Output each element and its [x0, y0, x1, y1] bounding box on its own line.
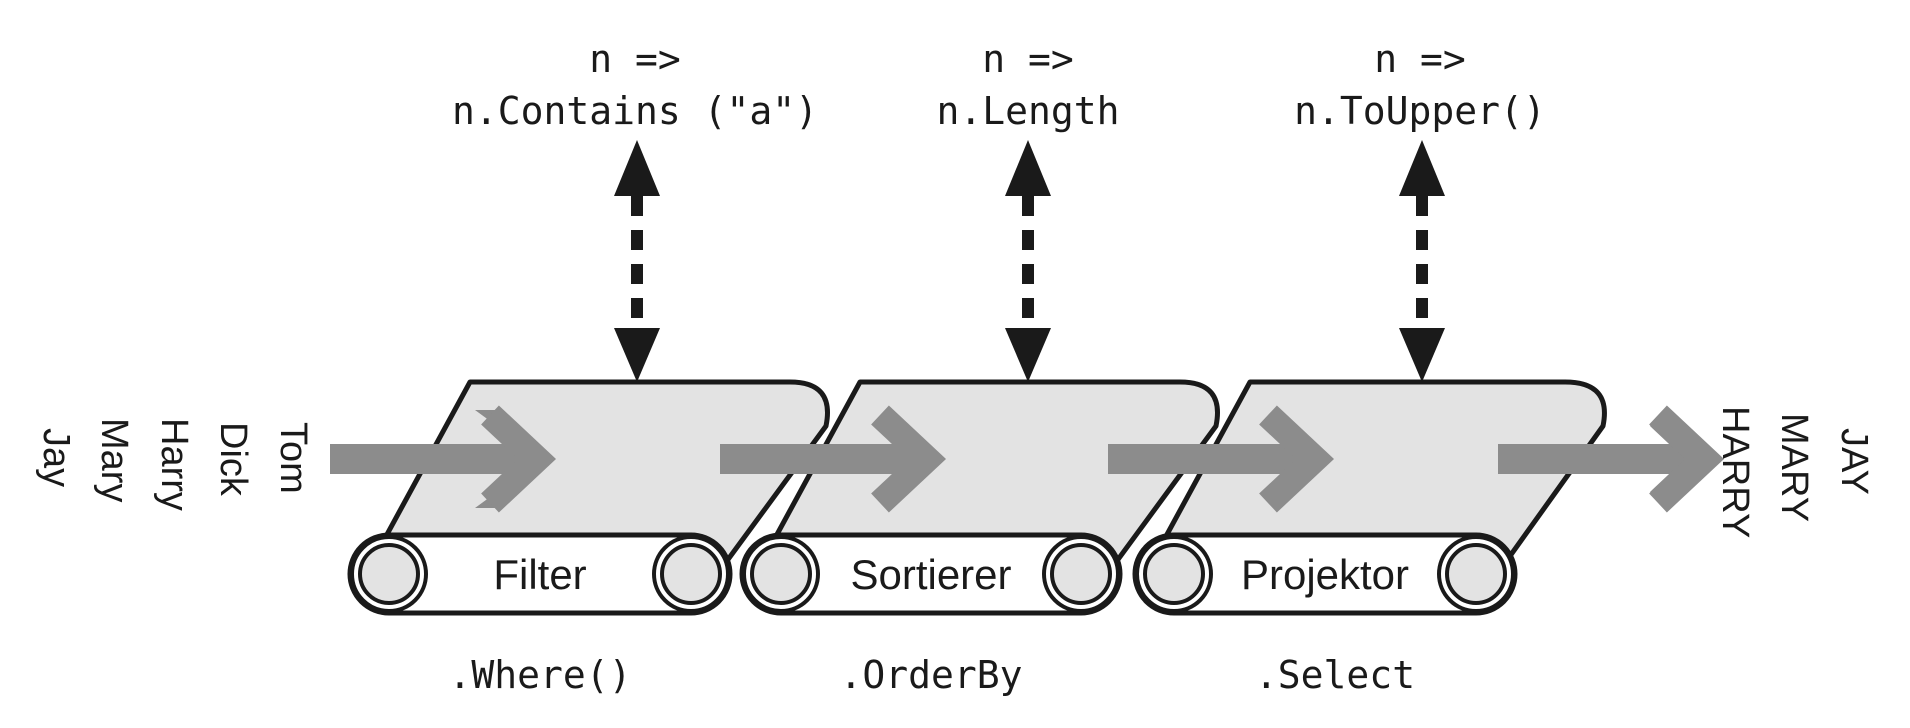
flow-arrow-output [1498, 405, 1725, 513]
filter-dashed-double-arrow [614, 140, 660, 382]
sorter-dashed-double-arrow [1005, 140, 1051, 382]
projector-lambda-line2: n.ToUpper() [1294, 89, 1546, 133]
projector-label: Projektor [1241, 551, 1409, 598]
projector-dashed-double-arrow [1399, 140, 1445, 382]
projector-conveyor-belt: Projektor [1132, 379, 1607, 616]
flow-arrow-sorter-to-projector [1108, 405, 1335, 513]
where-method-label: .Where() [448, 653, 631, 697]
input-name-dick: Dick [212, 422, 254, 497]
flow-arrow-filter-to-sorter [720, 405, 947, 513]
output-name-harry: HARRY [1714, 406, 1756, 538]
select-method-label: .Select [1255, 653, 1415, 697]
stage-projector: n => n.ToUpper() Projektor .Select [1132, 37, 1607, 697]
output-names: JAY MARY HARRY [1714, 406, 1875, 538]
input-name-mary: Mary [93, 418, 135, 502]
output-name-jay: JAY [1833, 428, 1875, 495]
sorter-conveyor-belt: Sortierer [739, 379, 1220, 616]
stage-filter: n => n.Contains ("a") Filter .Where() [347, 37, 830, 697]
projector-lambda-line1: n => [1374, 37, 1466, 81]
sorter-label: Sortierer [850, 551, 1011, 598]
input-name-harry: Harry [153, 418, 195, 511]
filter-lambda-line1: n => [589, 37, 681, 81]
stage-sorter: n => n.Length Sortierer .OrderBy [739, 37, 1220, 697]
sorter-lambda-line2: n.Length [936, 89, 1119, 133]
sorter-lambda-line1: n => [982, 37, 1074, 81]
input-names: Tom Dick Harry Mary Jay [35, 418, 314, 511]
output-name-mary: MARY [1773, 413, 1815, 522]
flow-arrow-input [330, 405, 557, 513]
orderby-method-label: .OrderBy [839, 653, 1022, 697]
filter-label: Filter [493, 551, 586, 598]
input-name-jay: Jay [35, 428, 77, 487]
filter-conveyor-belt: Filter [347, 379, 830, 616]
filter-lambda-line2: n.Contains ("a") [452, 89, 818, 133]
input-name-tom: Tom [272, 422, 314, 494]
